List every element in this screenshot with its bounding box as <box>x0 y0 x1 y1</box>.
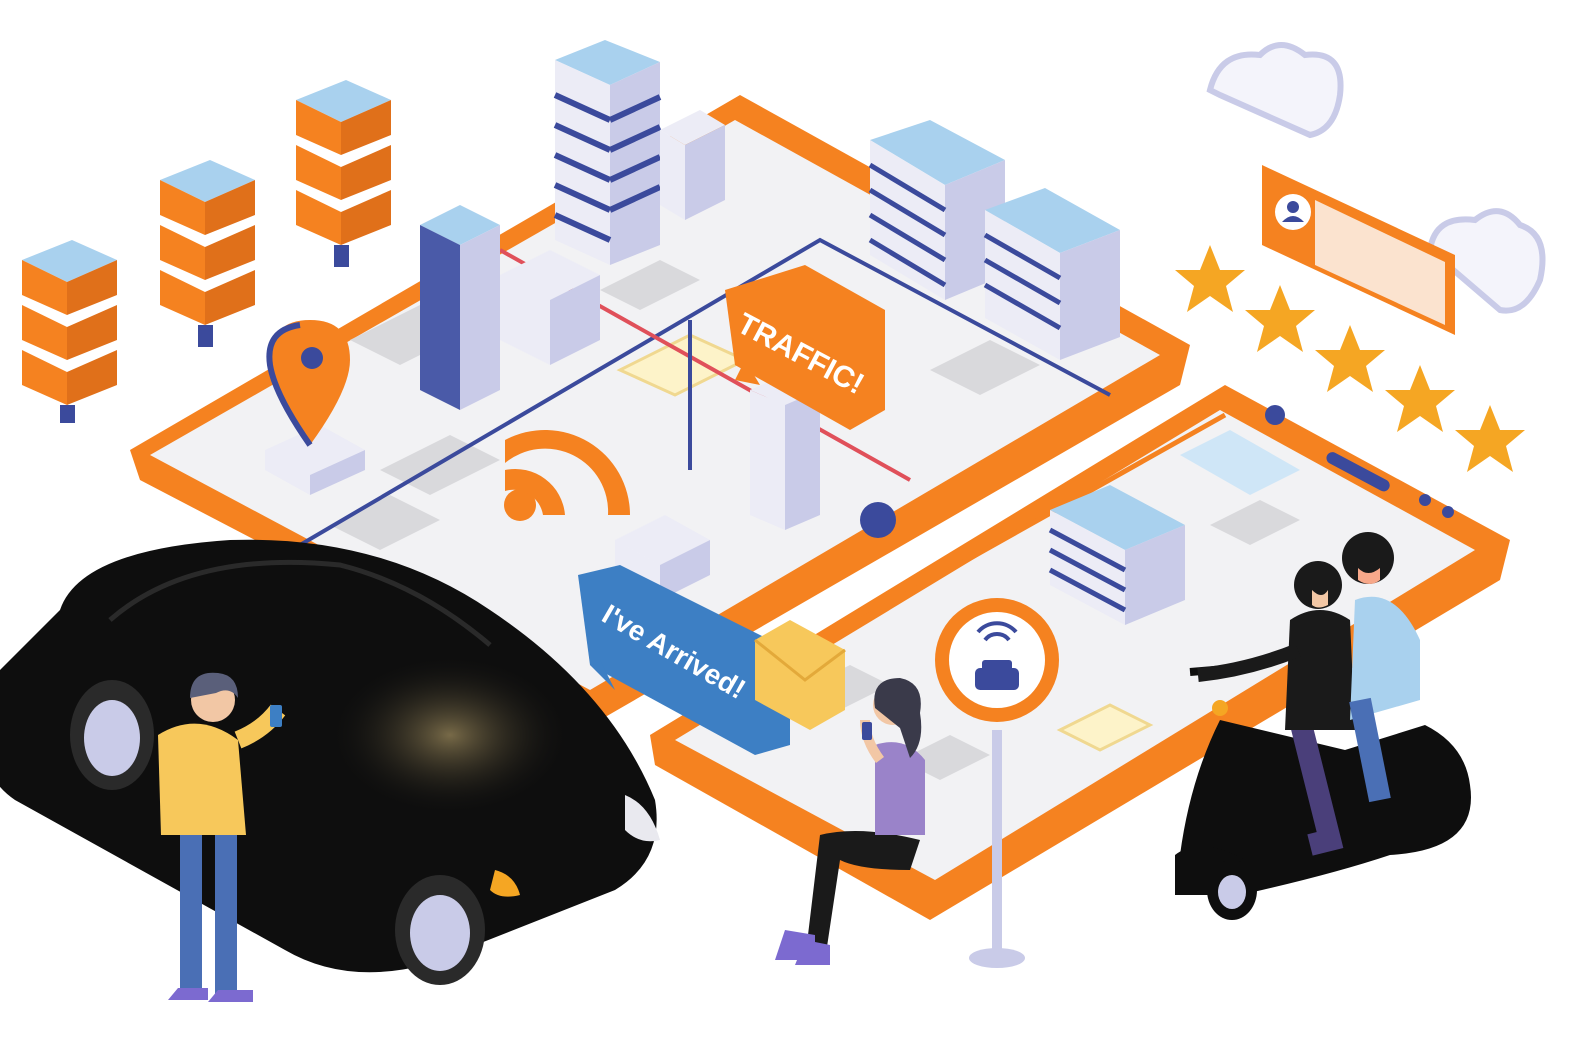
woman-with-phone <box>775 678 925 965</box>
wifi-signal-icon <box>504 430 630 521</box>
taxi-sign-icon <box>935 598 1059 968</box>
server-stack-icon <box>22 80 391 423</box>
rating-stars <box>1175 245 1525 472</box>
star-icon <box>1245 285 1315 352</box>
driver-profile-card <box>1262 165 1455 335</box>
star-icon <box>1385 365 1455 432</box>
building <box>1048 485 1185 625</box>
building <box>265 425 365 495</box>
cloud-icon <box>1426 208 1546 314</box>
building <box>420 205 500 410</box>
star-icon <box>1315 325 1385 392</box>
user-avatar-icon <box>1275 194 1311 230</box>
man-with-phone <box>158 672 286 1002</box>
star-icon <box>1175 245 1245 312</box>
location-pin-icon <box>266 320 350 447</box>
star-icon <box>1455 405 1525 472</box>
building <box>500 250 600 365</box>
black-car <box>0 539 660 985</box>
building <box>983 188 1120 360</box>
building <box>553 40 662 265</box>
cloud-icon <box>1206 42 1344 139</box>
scooter-riders <box>1175 532 1471 920</box>
building <box>660 110 725 220</box>
envelope-icon <box>754 620 846 730</box>
